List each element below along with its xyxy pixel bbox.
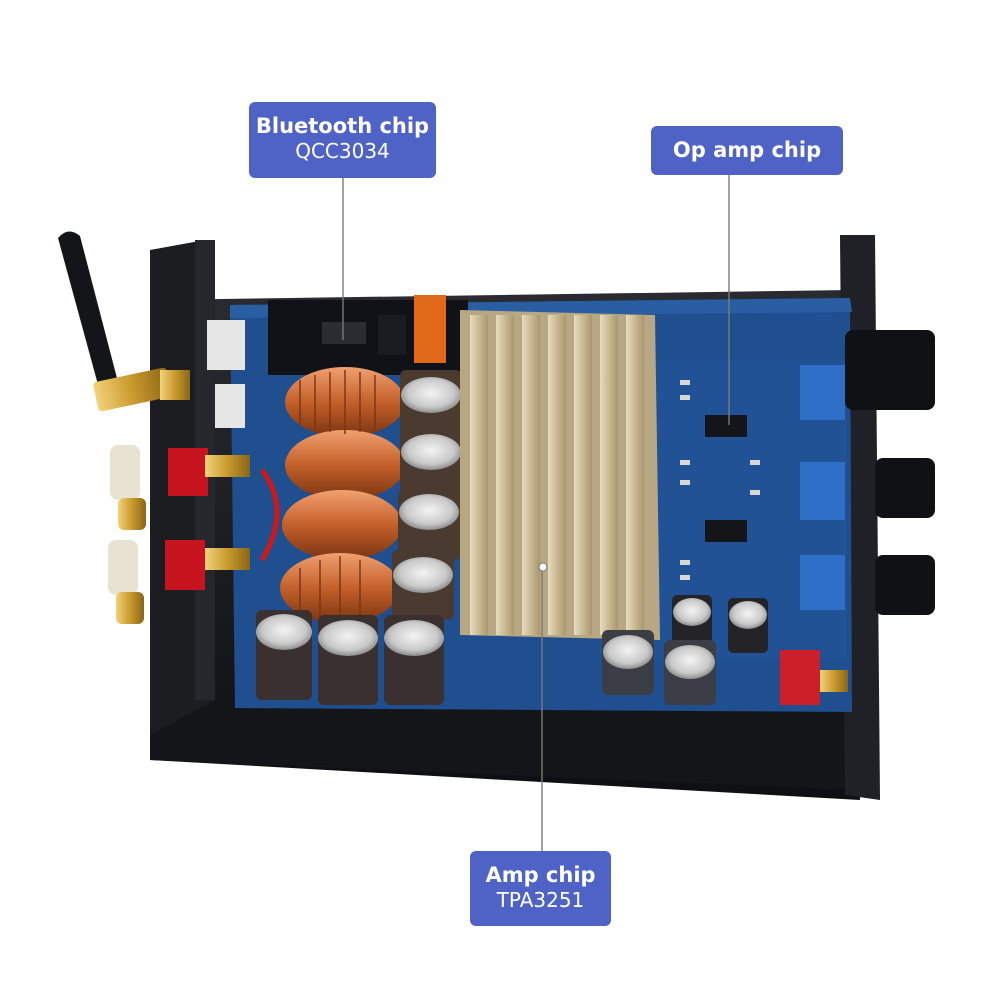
- bluetooth-callout-title: Bluetooth chip: [255, 114, 430, 138]
- amp-chip-marker: [538, 562, 548, 572]
- amp-callout-title: Amp chip: [485, 863, 596, 887]
- potentiometers: [800, 330, 935, 615]
- callout-leader-lines: [342, 175, 730, 851]
- op-amp-callout-title: Op amp chip: [672, 138, 822, 162]
- antenna: [58, 231, 190, 412]
- op-amp-chip-callout: Op amp chip: [651, 126, 843, 175]
- amp-chip-callout: Amp chip TPA3251: [470, 851, 611, 926]
- small-capacitors: [602, 595, 768, 705]
- capacitors: [256, 370, 462, 705]
- power-jack: [207, 320, 245, 428]
- heatsink: [460, 310, 660, 640]
- bluetooth-chip: [322, 322, 366, 344]
- bluetooth-module: [268, 295, 468, 375]
- inductor-coils: [280, 367, 405, 623]
- op-amp-chips: [680, 380, 760, 580]
- bluetooth-chip-callout: Bluetooth chip QCC3034: [249, 102, 436, 178]
- bluetooth-callout-subtitle: QCC3034: [295, 139, 390, 163]
- op-amp-chip-1: [705, 415, 747, 437]
- op-amp-chip-2: [705, 520, 747, 542]
- amp-callout-subtitle: TPA3251: [496, 888, 585, 912]
- speaker-terminals: [108, 445, 280, 624]
- orange-relay: [414, 295, 446, 363]
- toggle-switch: [780, 650, 848, 705]
